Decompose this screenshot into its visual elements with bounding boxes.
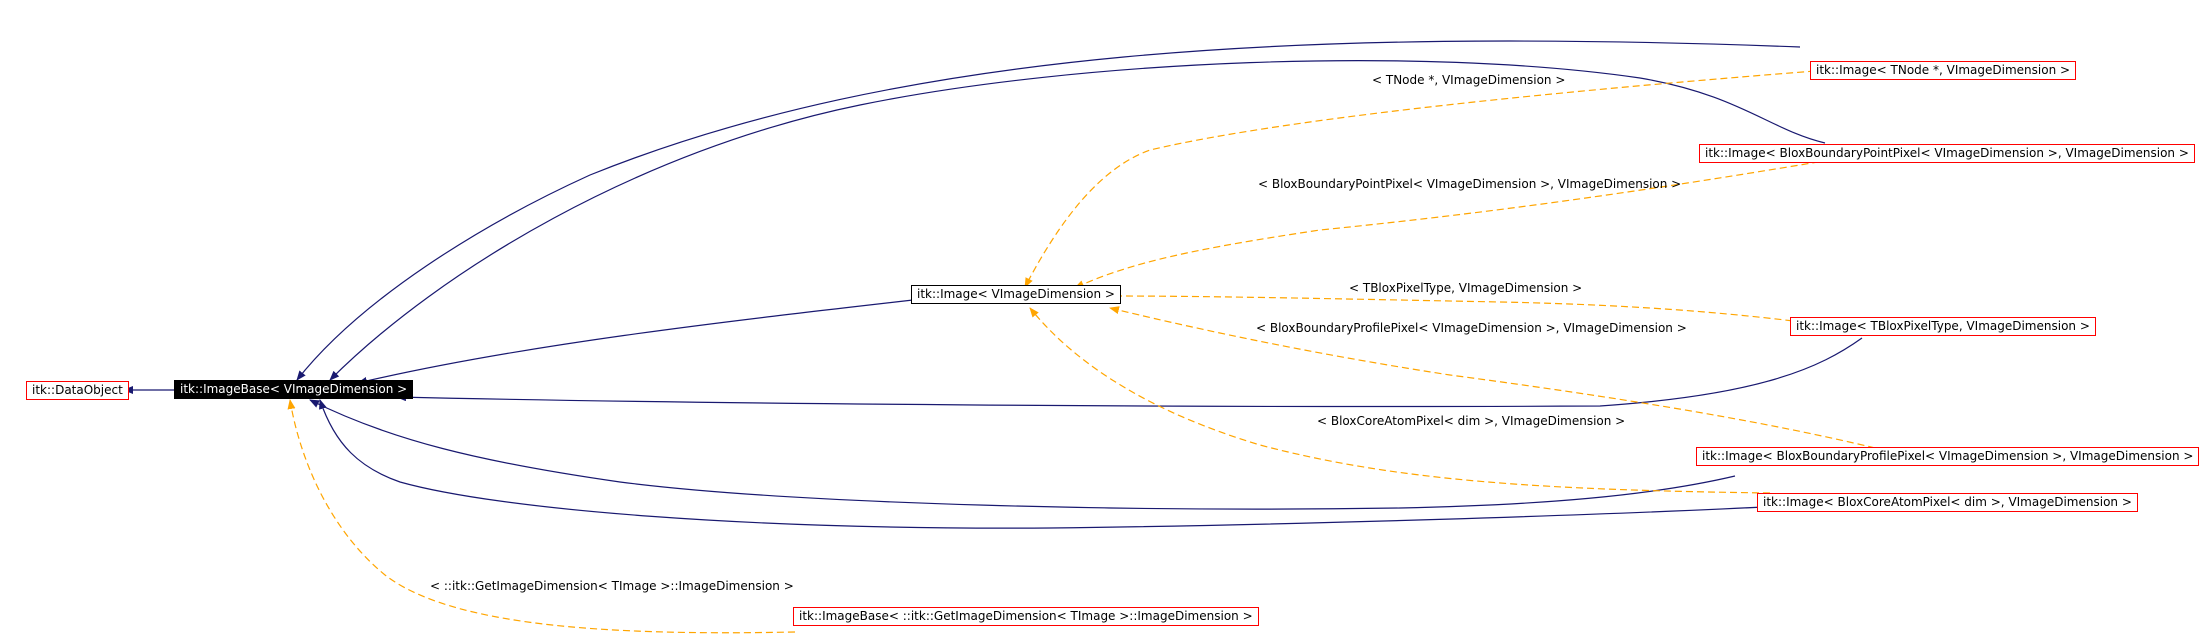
edge-image-bbprof-to-imagebase <box>309 399 1736 510</box>
edge-image-tblox-to-imagebase <box>396 337 1863 408</box>
node-image-vdim[interactable]: itk::Image< VImageDimension > <box>911 285 1121 304</box>
node-data-object[interactable]: itk::DataObject <box>26 381 129 400</box>
node-image-bcap[interactable]: itk::Image< BloxCoreAtomPixel< dim >, VI… <box>1757 493 2138 512</box>
node-imagebase-getdim[interactable]: itk::ImageBase< ::itk::GetImageDimension… <box>793 607 1259 626</box>
edge-template-tnode <box>1024 70 1816 288</box>
edge-image-bbpp-to-imagebase <box>329 60 1826 381</box>
edge-label-bcap: < BloxCoreAtomPixel< dim >, VImageDimens… <box>1317 414 1625 428</box>
node-image-base-current: itk::ImageBase< VImageDimension > <box>174 380 414 399</box>
edge-label-tnode: < TNode *, VImageDimension > <box>1372 73 1565 87</box>
edge-label-bbpp: < BloxBoundaryPointPixel< VImageDimensio… <box>1258 177 1681 191</box>
node-image-tnode[interactable]: itk::Image< TNode *, VImageDimension > <box>1810 61 2077 80</box>
node-image-bbprof[interactable]: itk::Image< BloxBoundaryProfilePixel< VI… <box>1696 447 2200 466</box>
edge-label-getdim: < ::itk::GetImageDimension< TImage >::Im… <box>430 579 794 593</box>
edge-template-getdim <box>287 399 796 634</box>
edge-image-vdim-to-imagebase <box>357 299 914 385</box>
edge-template-bbprof <box>1109 306 1876 449</box>
edge-template-bcap <box>1029 307 1771 494</box>
edge-label-bbprof: < BloxBoundaryProfilePixel< VImageDimens… <box>1256 321 1687 335</box>
edge-image-bcap-to-imagebase <box>319 399 1765 529</box>
node-image-tblox[interactable]: itk::Image< TBloxPixelType, VImageDimens… <box>1790 317 2096 336</box>
edge-template-bbpp <box>1074 159 1831 289</box>
edge-image-tnode-to-imagebase <box>296 40 1801 381</box>
node-image-bbpp[interactable]: itk::Image< BloxBoundaryPointPixel< VIma… <box>1699 144 2195 163</box>
edge-template-tblox <box>1109 292 1826 326</box>
edge-label-tblox: < TBloxPixelType, VImageDimension > <box>1349 281 1582 295</box>
